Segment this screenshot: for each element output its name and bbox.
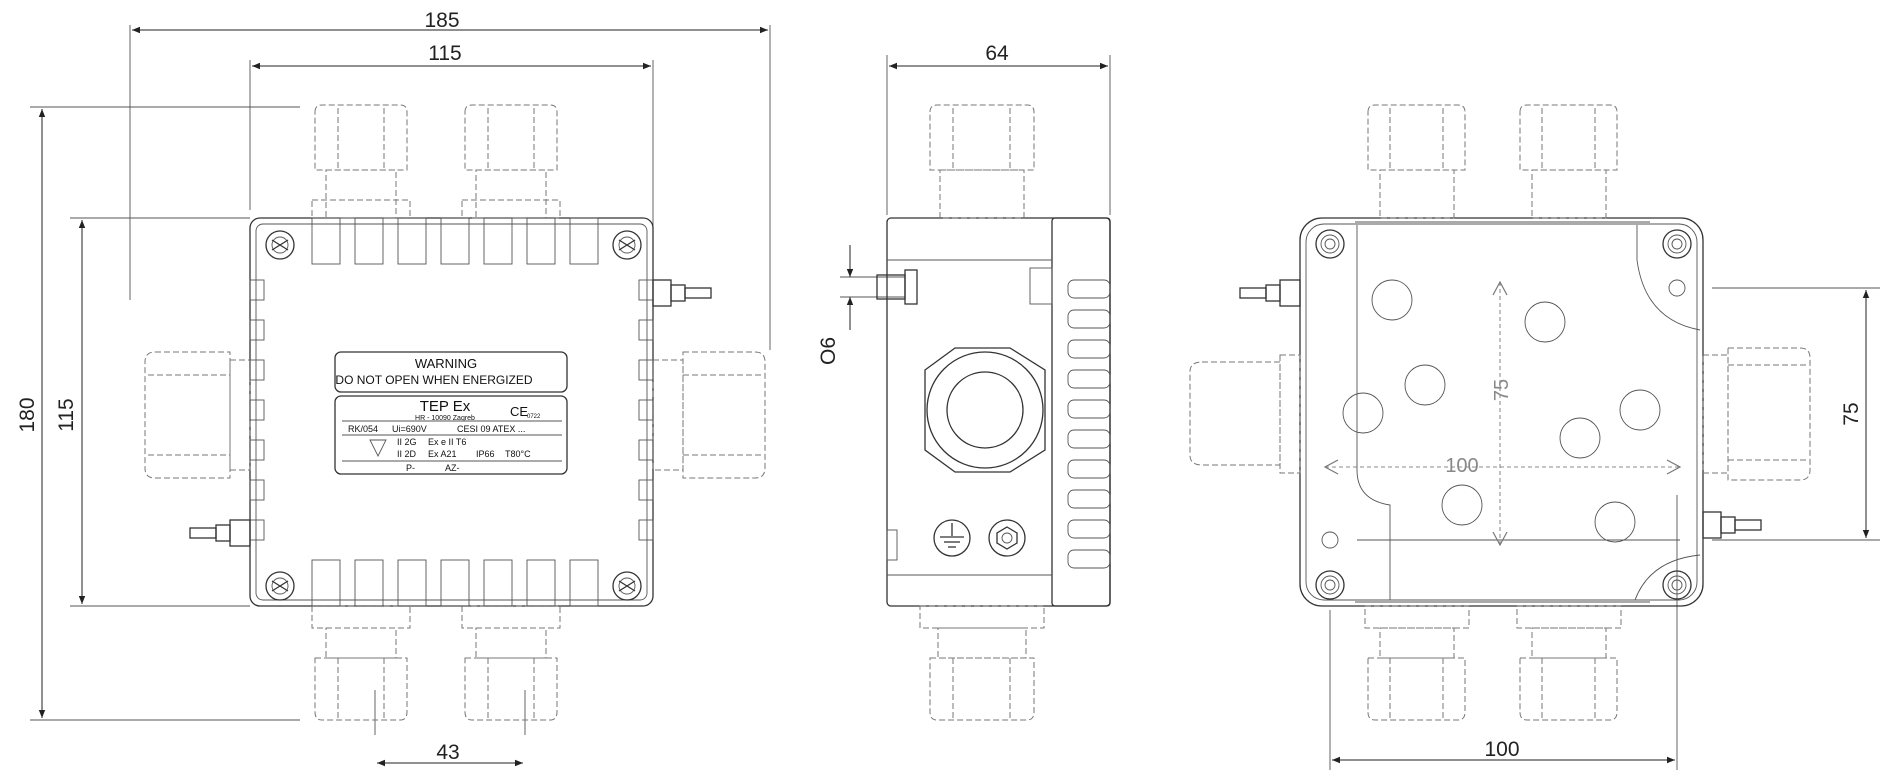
side-glands	[144, 351, 766, 479]
label-plate: WARNING DO NOT OPEN WHEN ENERGIZED TEP E…	[334, 351, 568, 475]
dim-43: 43	[436, 741, 459, 764]
dim-75: 75	[1840, 402, 1863, 425]
dim-115-top: 115	[428, 42, 461, 65]
serial-prefix: P-	[406, 463, 415, 473]
earth-stud-icon	[189, 279, 712, 547]
ip-rating: IP66	[476, 449, 495, 459]
side-view: 64 O6	[817, 42, 1111, 721]
back-view: 75 100 75 100	[1189, 104, 1880, 770]
brand-city: HR - 10090 Zagreb	[415, 415, 475, 422]
gas-protection: Ex e II T6	[428, 437, 466, 447]
dust-group: II 2D	[397, 449, 417, 459]
bottom-glands	[311, 605, 561, 721]
warning-title: WARNING	[415, 356, 477, 371]
dim-100: 100	[1484, 738, 1519, 761]
dim-180: 180	[16, 397, 39, 432]
screw-icon	[265, 230, 642, 601]
ce-mark: CE	[510, 404, 528, 419]
dim-64: 64	[985, 42, 1009, 65]
voltage: Ui=690V	[392, 424, 427, 434]
certificate: CESI 09 ATEX ...	[457, 424, 525, 434]
dim-o6: O6	[817, 337, 840, 365]
brand-logo: TEP Ex	[420, 398, 471, 415]
dust-protection: Ex A21	[428, 449, 457, 459]
front-view: 185 115 180 115 43	[16, 9, 771, 767]
dim-115-left: 115	[55, 398, 78, 431]
serial-suffix: AZ-	[445, 463, 460, 473]
ce-number: 0722	[527, 414, 541, 420]
ex-hexagon-icon	[369, 439, 387, 458]
temperature: T80°C	[505, 449, 531, 459]
warning-text: DO NOT OPEN WHEN ENERGIZED	[335, 373, 532, 387]
dim-185: 185	[424, 9, 459, 32]
dim-100-inner: 100	[1445, 455, 1478, 477]
dim-75-inner: 75	[1491, 379, 1513, 401]
model: RK/054	[348, 424, 378, 434]
gas-group: II 2G	[397, 437, 417, 447]
fins	[249, 217, 654, 607]
top-glands	[311, 104, 561, 219]
